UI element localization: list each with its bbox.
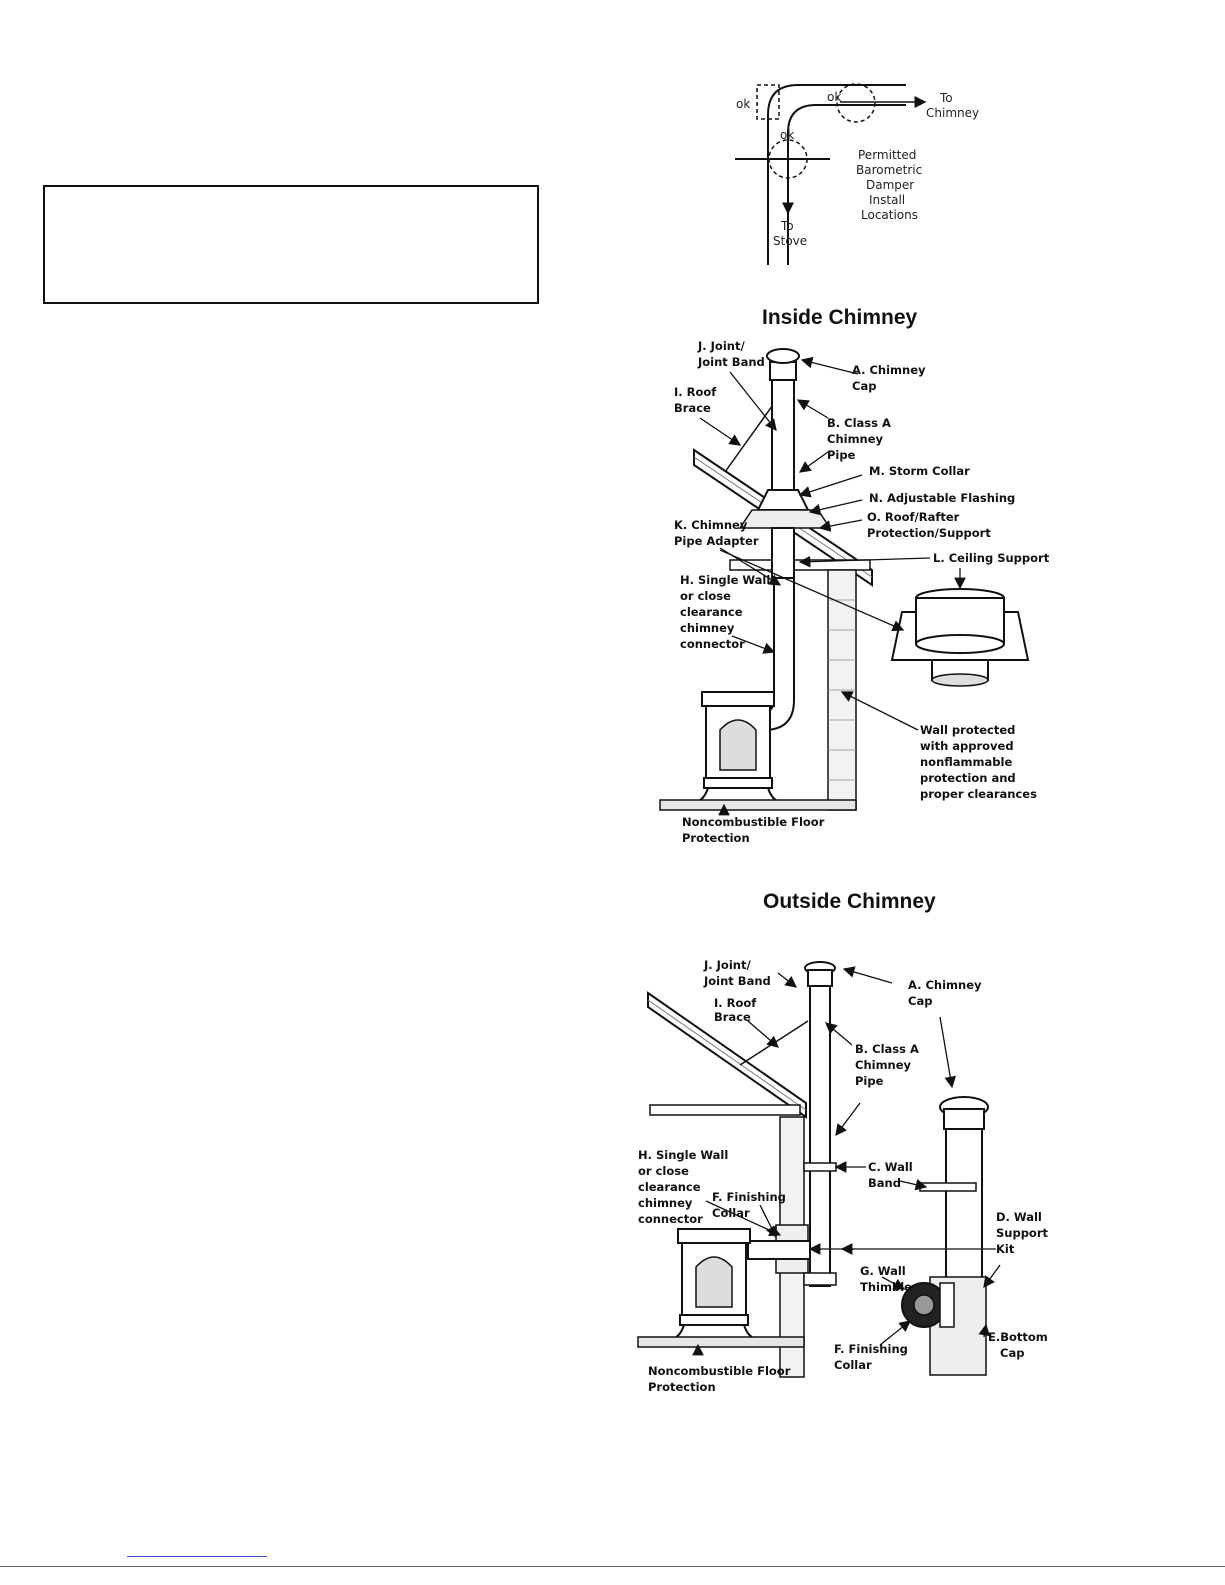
roof-brace bbox=[724, 394, 781, 473]
label-adjustable-flashing: N. Adjustable Flashing bbox=[869, 491, 1015, 505]
outside-chimney-diagram: Outside Chimney bbox=[637, 890, 1052, 1394]
damper-location-left bbox=[756, 84, 780, 120]
label-single-wall-connector: H. Single Wall or close clearance chimne… bbox=[638, 1148, 732, 1226]
ok-label-bottom: ok bbox=[780, 128, 794, 142]
floor-protection bbox=[659, 799, 857, 811]
wall-support-kit-detail bbox=[901, 1096, 989, 1376]
chimney-cap bbox=[766, 348, 800, 364]
elbow-pipe-inner bbox=[787, 104, 906, 265]
class-a-pipe bbox=[771, 379, 795, 491]
label-roof-brace: I. Roof Brace bbox=[714, 996, 760, 1024]
single-wall-connector bbox=[747, 1240, 811, 1260]
label-joint-band: J. Joint/ Joint Band bbox=[703, 958, 771, 988]
label-wall-thimble: G. Wall Thimble bbox=[860, 1264, 912, 1294]
damper-location-diagram: ok ok ok To Chimney To Stove Permitted B… bbox=[735, 83, 979, 265]
label-floor-protection: Noncombustible Floor Protection bbox=[648, 1364, 794, 1394]
ceiling-support-detail bbox=[890, 588, 1030, 687]
label-wall-protected: Wall protected with approved nonflammabl… bbox=[920, 723, 1037, 801]
outside-chimney-title: Outside Chimney bbox=[763, 890, 936, 913]
label-chimney-cap: A. Chimney Cap bbox=[852, 363, 930, 393]
class-a-pipe bbox=[809, 985, 831, 1287]
chimney-pipe-lower bbox=[771, 527, 795, 579]
damper-location-bottom bbox=[768, 139, 808, 179]
ok-label-left: ok bbox=[736, 97, 750, 111]
label-class-a-pipe: B. Class A Chimney Pipe bbox=[827, 416, 895, 462]
elbow-pipe-outer bbox=[767, 84, 906, 265]
chimney-cap-base bbox=[769, 361, 797, 381]
label-floor-protection: Noncombustible Floor Protection bbox=[682, 815, 828, 845]
label-wall-support-kit: D. Wall Support Kit bbox=[996, 1210, 1052, 1256]
floor-protection bbox=[637, 1336, 805, 1348]
damper-caption: Permitted Barometric Damper Install Loca… bbox=[856, 148, 926, 222]
storm-collar bbox=[756, 489, 810, 511]
label-roof-brace: I. Roof Brace bbox=[674, 385, 720, 415]
label-class-a-pipe: B. Class A Chimney Pipe bbox=[855, 1042, 923, 1088]
label-finishing-collar-inside: F. Finishing Collar bbox=[712, 1190, 790, 1220]
label-storm-collar: M. Storm Collar bbox=[869, 464, 970, 478]
damper-location-top bbox=[836, 83, 876, 123]
label-chimney-cap: A. Chimney Cap bbox=[908, 978, 986, 1008]
stove bbox=[695, 691, 781, 803]
label-ceiling-support: L. Ceiling Support bbox=[933, 551, 1050, 565]
inside-chimney-diagram: Inside Chimney bbox=[659, 306, 1050, 845]
label-bottom-cap: E.Bottom Cap bbox=[988, 1330, 1052, 1360]
stove bbox=[671, 1228, 757, 1340]
label-wall-band: C. Wall Band bbox=[868, 1160, 917, 1190]
label-finishing-collar-outside: F. Finishing Collar bbox=[834, 1342, 912, 1372]
label-chimney-pipe-adapter: K. Chimney Pipe Adapter bbox=[674, 518, 759, 548]
adjustable-flashing bbox=[738, 509, 832, 529]
footer-rule bbox=[0, 1566, 1225, 1567]
to-chimney-label: To Chimney bbox=[926, 91, 979, 120]
footer-link-underline[interactable] bbox=[127, 1556, 267, 1557]
inside-chimney-title: Inside Chimney bbox=[762, 306, 918, 329]
wall-support-bracket bbox=[803, 1272, 837, 1286]
to-stove-label: To Stove bbox=[773, 219, 807, 248]
wall-band bbox=[803, 1162, 837, 1172]
ok-label-top: ok bbox=[827, 90, 841, 104]
label-roof-rafter-support: O. Roof/Rafter Protection/Support bbox=[867, 510, 991, 540]
label-single-wall-connector: H. Single Wall or close clearance chimne… bbox=[680, 573, 774, 651]
ceiling-joist bbox=[649, 1104, 801, 1116]
label-joint-band: J. Joint/ Joint Band bbox=[697, 339, 765, 369]
warning-box bbox=[43, 185, 539, 304]
